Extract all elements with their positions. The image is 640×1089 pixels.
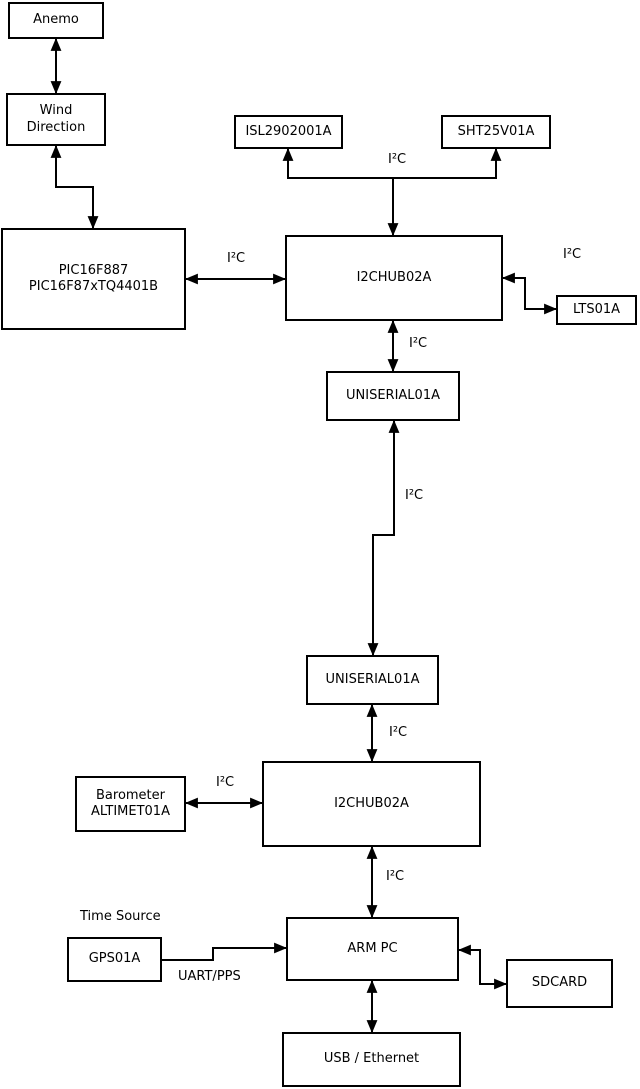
- label-i2c-branch-isl-sht: I²C: [388, 152, 407, 167]
- label-i2c-hub-lts: I²C: [563, 247, 582, 262]
- node-i2chub02a-top: I2CHUB02A: [285, 235, 503, 321]
- label-i2c-uniserial-link: I²C: [405, 488, 424, 503]
- label-i2c-hub-armpc: I²C: [386, 869, 405, 884]
- label-uart-pps: UART/PPS: [178, 969, 241, 984]
- node-uniserial01a-top: UNISERIAL01A: [326, 371, 460, 421]
- node-uniserial01a-bottom: UNISERIAL01A: [306, 655, 439, 705]
- edge-armpc-sdcard: [457, 944, 508, 990]
- node-isl2902001a: ISL2902001A: [234, 115, 343, 149]
- node-i2chub02a-bottom: I2CHUB02A: [262, 761, 481, 847]
- node-pic16f887: PIC16F887 PIC16F87xTQ4401B: [1, 228, 186, 330]
- label-i2c-uniserial-hub-bottom: I²C: [389, 725, 408, 740]
- node-barometer-altimet01a: Barometer ALTIMET01A: [75, 776, 186, 832]
- edge-uniserial-top-uniserial-bottom: [367, 419, 400, 657]
- node-anemo: Anemo: [8, 2, 104, 39]
- node-gps01a: GPS01A: [67, 937, 162, 982]
- edge-i2chub-top-lts01a: [501, 272, 558, 315]
- node-sdcard: SDCARD: [506, 959, 613, 1008]
- label-time-source: Time Source: [80, 909, 161, 924]
- label-i2c-barometer-hub: I²C: [216, 775, 235, 790]
- node-wind-direction: Wind Direction: [6, 93, 106, 146]
- edge-winddirection-pic: [50, 144, 99, 230]
- node-arm-pc: ARM PC: [286, 917, 459, 981]
- node-sht25v01a: SHT25V01A: [441, 115, 551, 149]
- label-i2c-pic-hub: I²C: [227, 251, 246, 266]
- node-usb-ethernet: USB / Ethernet: [282, 1032, 461, 1087]
- node-lts01a: LTS01A: [556, 295, 637, 325]
- label-i2c-hub-uniserial-top: I²C: [409, 336, 428, 351]
- edge-gps-armpc: [162, 942, 288, 961]
